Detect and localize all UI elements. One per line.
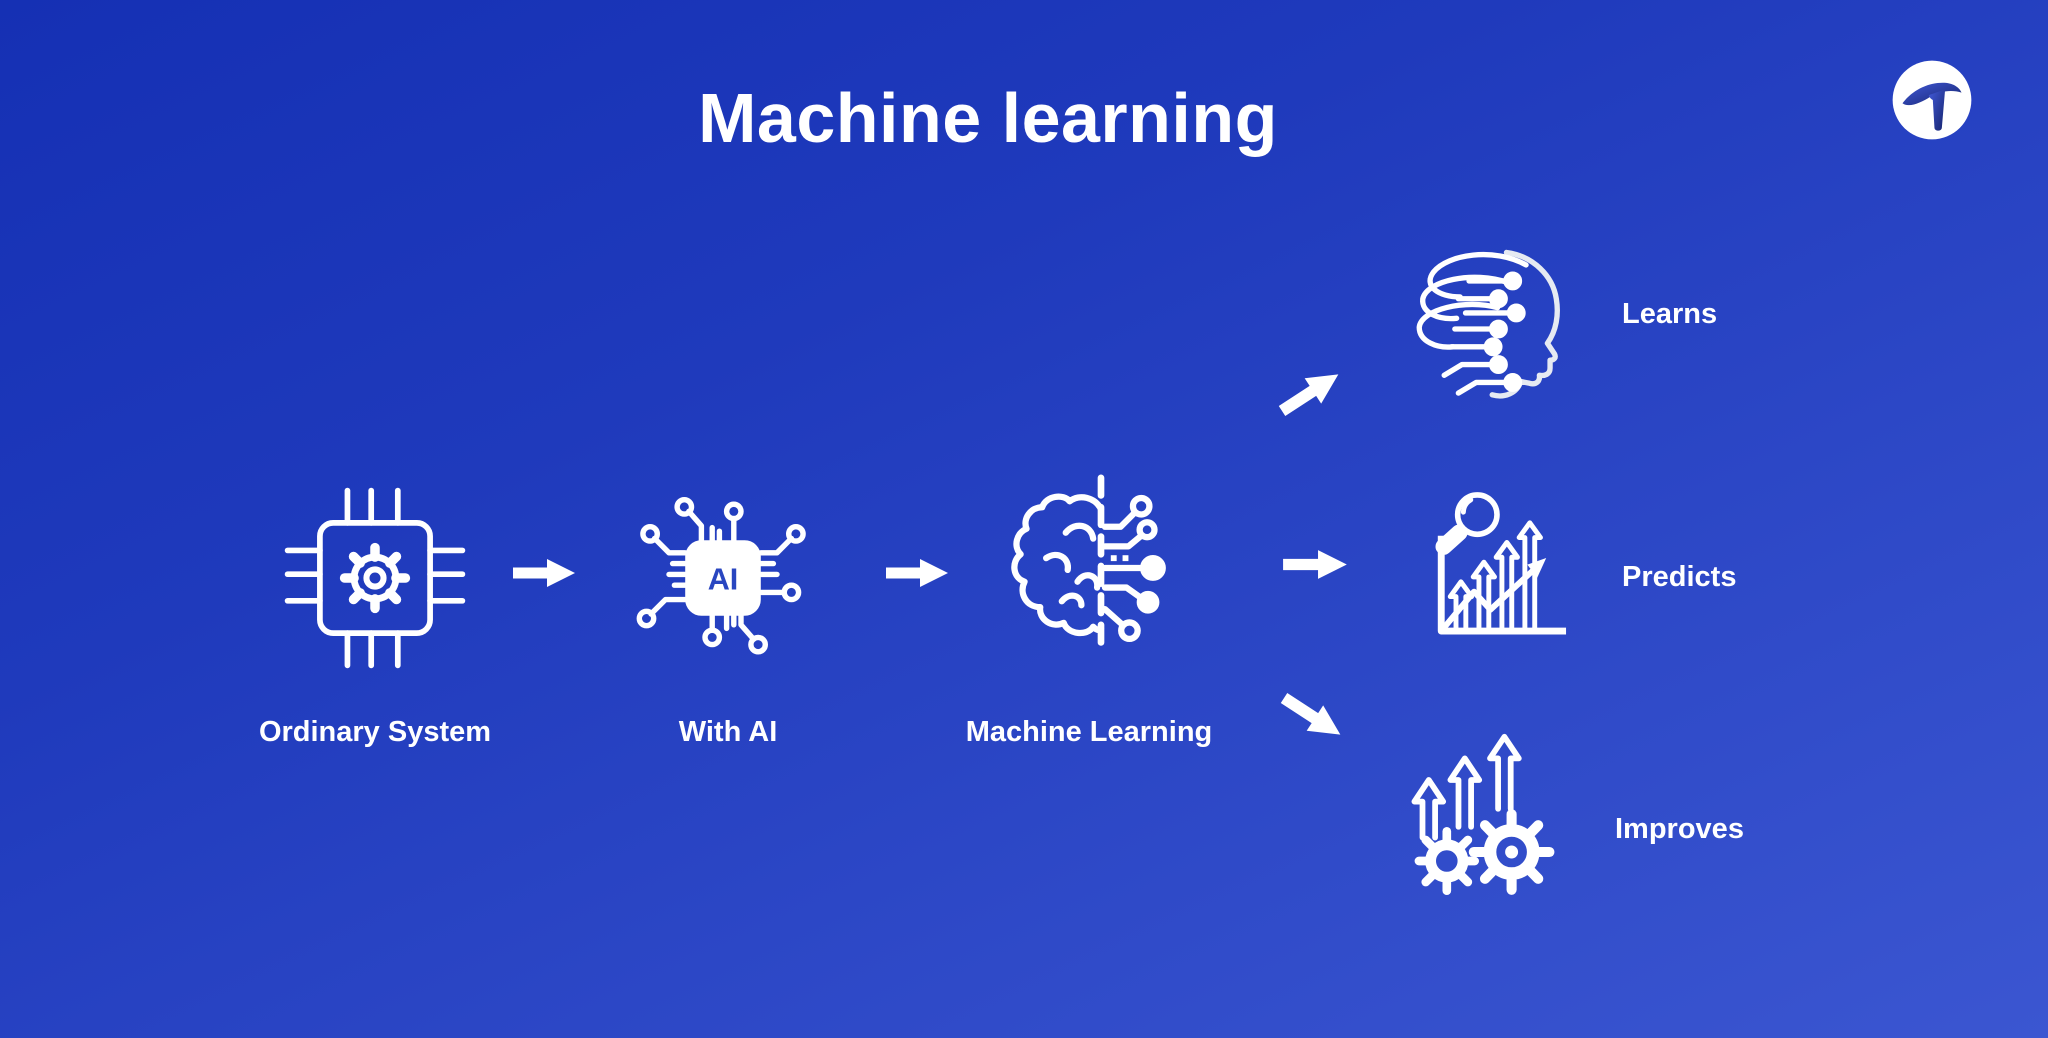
output-label: Learns: [1622, 298, 1718, 330]
brain-circuit-icon: [1011, 474, 1166, 658]
output-learns: [1405, 240, 1583, 418]
stage-label: Ordinary System: [258, 716, 492, 748]
stage-label: Machine Learning: [965, 716, 1213, 748]
chip-gear-icon: [284, 487, 466, 669]
stage-ordinary-system: [280, 483, 470, 673]
page-title: Machine learning: [698, 79, 1278, 157]
chart-magnifier-icon: [1435, 492, 1567, 635]
output-improves: [1400, 726, 1580, 906]
branch-arrow-up-icon: [1271, 356, 1353, 428]
head-circuit-icon: [1416, 249, 1560, 399]
stage-with-ai: AI: [633, 488, 813, 668]
output-predicts: [1415, 490, 1579, 654]
ai-chip-icon: AI: [636, 497, 806, 655]
ai-chip-text: AI: [708, 563, 739, 597]
brand-logo: [1891, 59, 1973, 141]
stage-machine-learning: [1003, 468, 1199, 664]
arrows-gears-icon: [1411, 733, 1555, 896]
output-label: Predicts: [1622, 561, 1737, 593]
brand-logo-t-icon: [1892, 60, 1972, 140]
flow-arrow-icon: [886, 555, 952, 591]
branch-arrow-right-icon: [1283, 546, 1351, 583]
flow-arrow-icon: [513, 555, 579, 591]
output-label: Improves: [1615, 813, 1744, 845]
branch-arrow-down-icon: [1273, 682, 1355, 754]
stage-label: With AI: [678, 716, 778, 748]
